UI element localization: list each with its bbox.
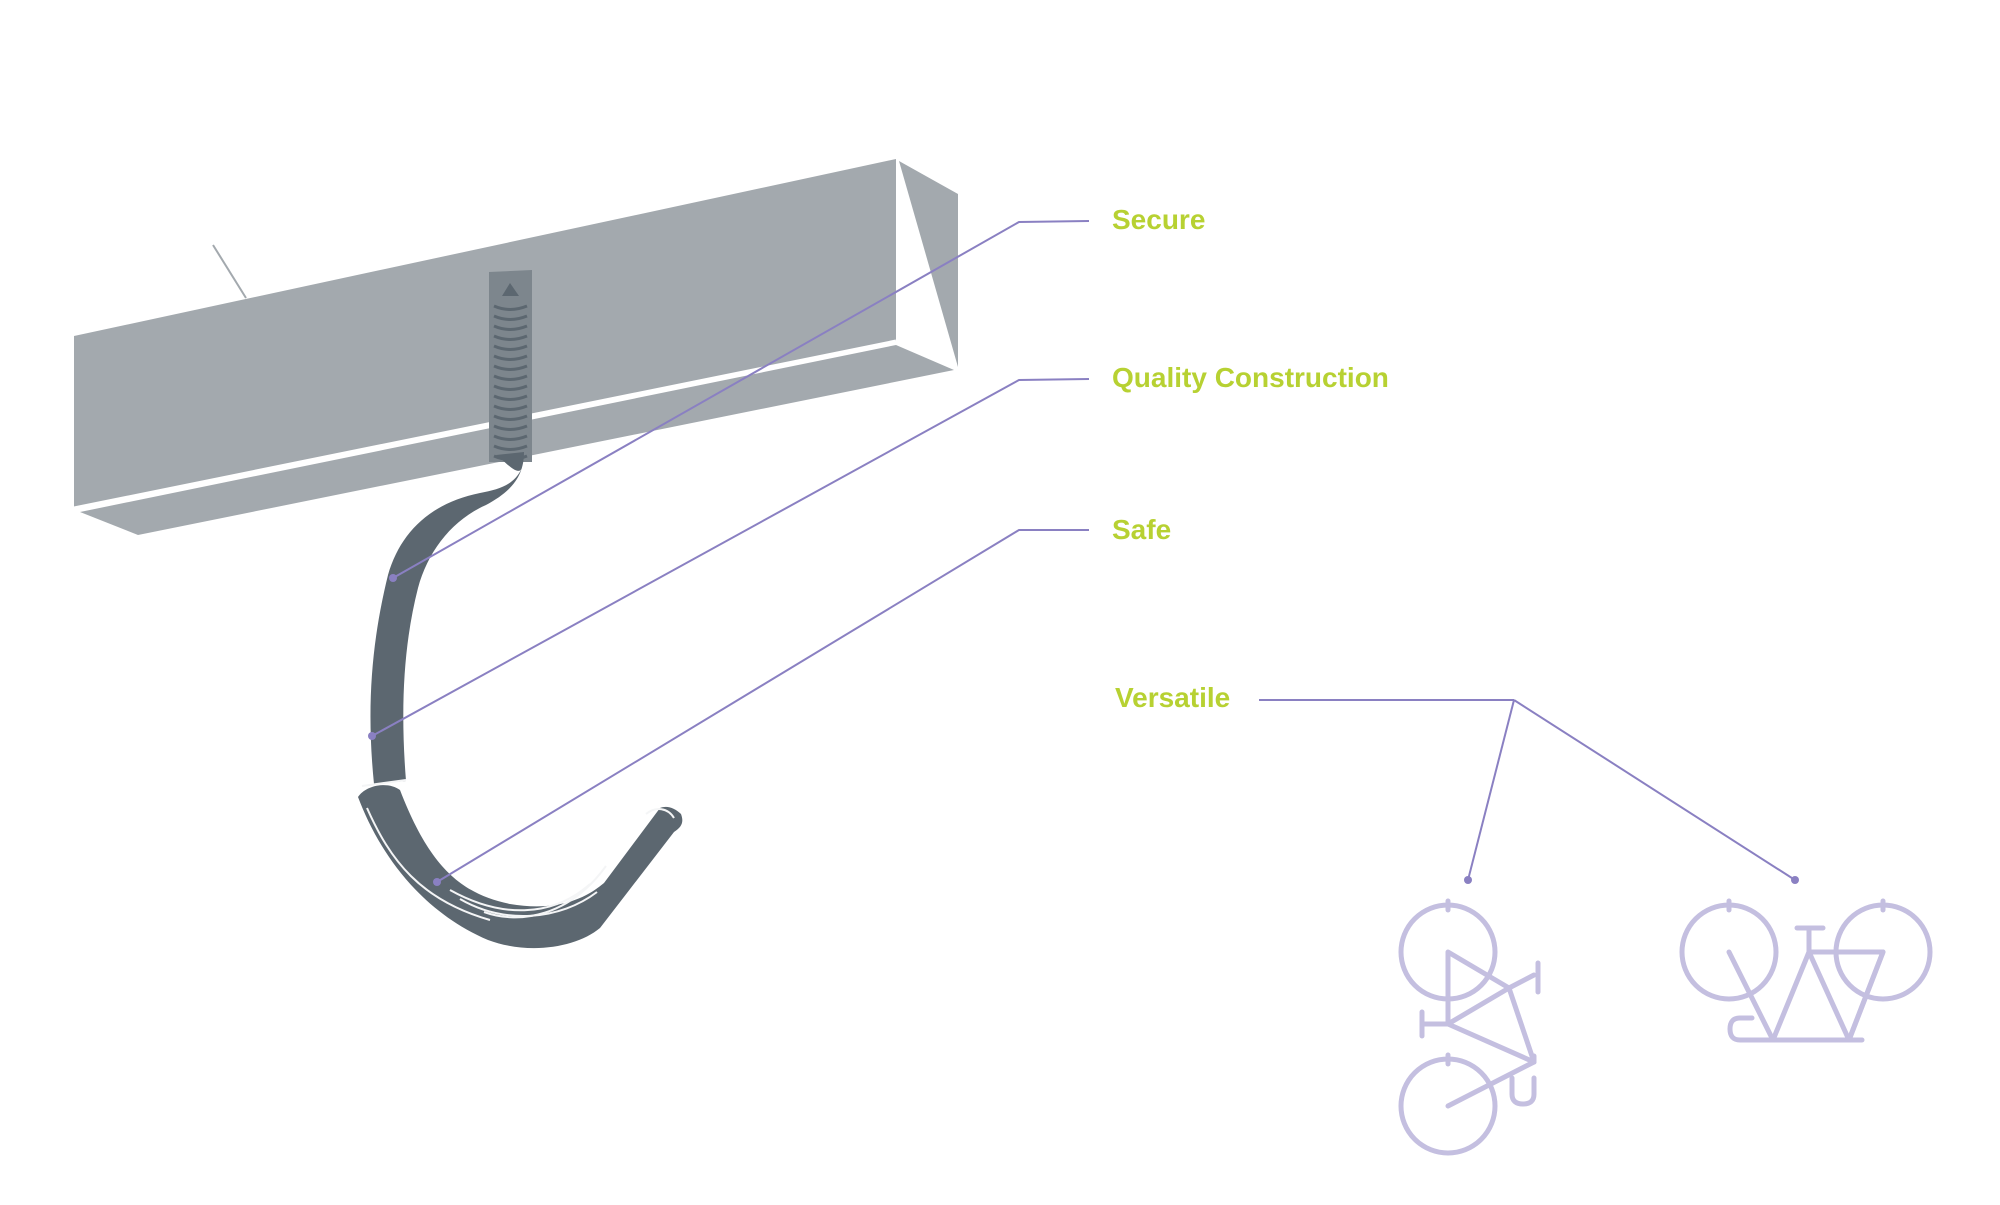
label-quality-construction: Quality Construction bbox=[1112, 362, 1389, 393]
bike-fork-vertical bbox=[1445, 1059, 1537, 1109]
screw-thread bbox=[493, 324, 528, 331]
bike-handlebar-horizontal bbox=[1727, 1015, 1755, 1043]
hook-body bbox=[370, 452, 524, 784]
leader-line-horizontal-bike bbox=[1513, 699, 1796, 881]
hook-screw bbox=[489, 270, 532, 462]
screw-thread bbox=[493, 404, 528, 411]
screw-thread bbox=[493, 374, 528, 381]
bike-down-tube-horizontal bbox=[1806, 949, 1852, 1043]
beam-pointer-line bbox=[212, 244, 247, 299]
leader-lines bbox=[368, 220, 1799, 886]
leader-line-quality bbox=[371, 378, 1090, 737]
horizontal-hanging-bike-icon bbox=[1679, 898, 1933, 1043]
screw-thread bbox=[493, 304, 528, 311]
bike-storage-hook bbox=[358, 452, 683, 949]
screw-thread bbox=[493, 384, 528, 391]
bike-front-fork-horizontal bbox=[1846, 949, 1886, 1043]
hook-sleeve-rib-4 bbox=[483, 865, 607, 919]
screw-tip bbox=[502, 283, 519, 296]
hook-sleeve-seam bbox=[361, 779, 407, 787]
leader-line-secure bbox=[392, 220, 1090, 579]
screw-thread bbox=[493, 394, 528, 401]
beam-front-face bbox=[74, 159, 896, 508]
hook-sleeve-rib-1 bbox=[366, 807, 491, 921]
anchor-dot-safe bbox=[433, 878, 441, 886]
bike-handlebar-vertical bbox=[1509, 1075, 1537, 1107]
bike-top-tube-vertical bbox=[1445, 985, 1512, 1027]
hook-sleeve bbox=[358, 785, 683, 949]
bike-stem-vertical bbox=[1506, 972, 1537, 991]
screw-thread bbox=[493, 434, 528, 441]
screw-thread bbox=[493, 354, 528, 361]
screw-thread bbox=[493, 344, 528, 351]
beam-end-face bbox=[899, 161, 958, 367]
screw-threads bbox=[493, 304, 528, 461]
bike-rear-stay-horizontal bbox=[1726, 949, 1776, 1043]
leader-line-vertical-bike bbox=[1467, 699, 1515, 881]
screw-thread bbox=[493, 314, 528, 321]
screw-thread bbox=[493, 444, 528, 451]
label-versatile: Versatile bbox=[1115, 682, 1231, 713]
anchor-dot-secure bbox=[389, 574, 397, 582]
anchor-dot-vertical-bike bbox=[1464, 876, 1472, 884]
leader-line-safe bbox=[436, 529, 1089, 883]
screw-thread bbox=[493, 364, 528, 371]
hook-cap-rib bbox=[645, 808, 675, 819]
label-secure: Secure bbox=[1112, 204, 1206, 235]
anchor-dot-horizontal-bike bbox=[1791, 876, 1799, 884]
vertical-hanging-bike-icon bbox=[1398, 898, 1541, 1156]
hook-sleeve-rib-2 bbox=[449, 883, 591, 912]
screw-thread bbox=[493, 334, 528, 341]
label-safe: Safe bbox=[1112, 514, 1172, 545]
screw-thread bbox=[493, 424, 528, 431]
screw-thread bbox=[493, 414, 528, 421]
anchor-dot-quality bbox=[368, 732, 376, 740]
